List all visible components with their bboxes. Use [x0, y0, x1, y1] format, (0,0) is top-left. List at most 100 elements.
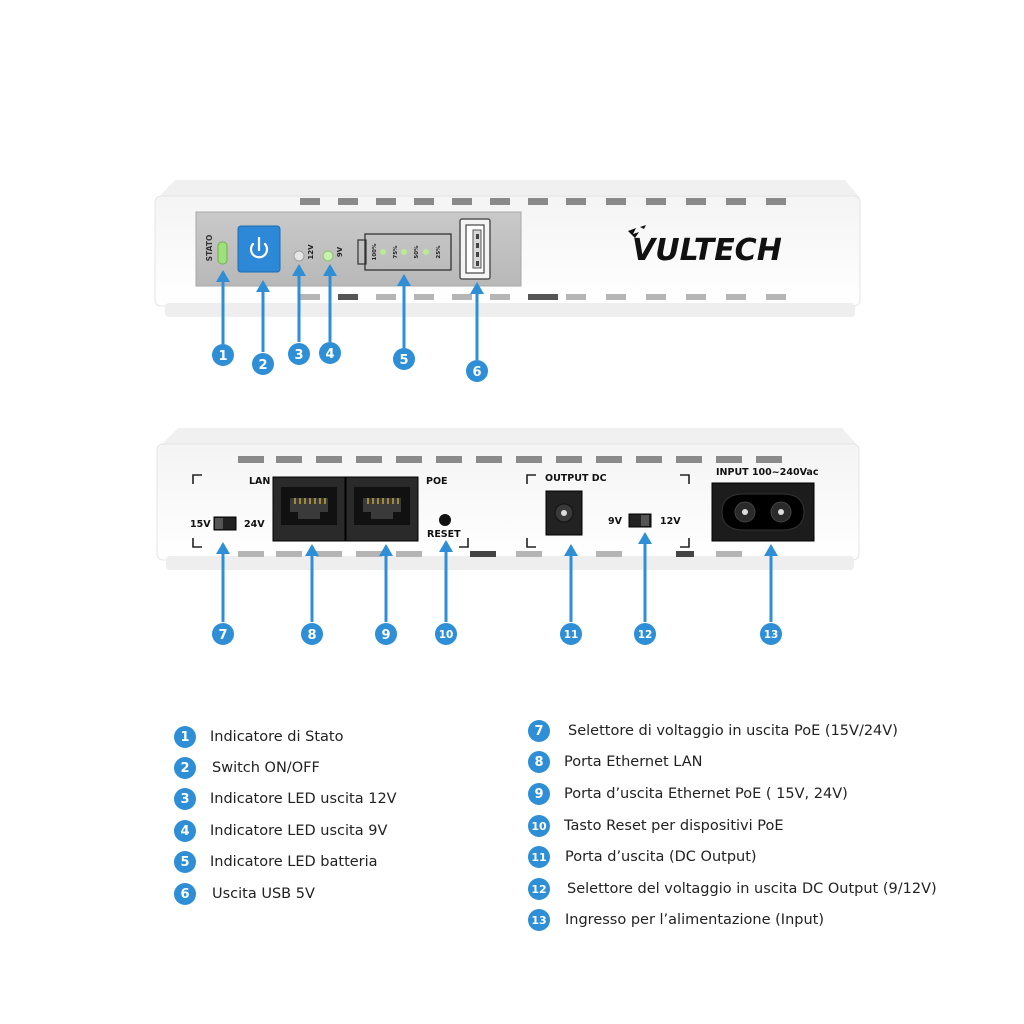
legend-text: Porta Ethernet LAN: [564, 754, 703, 770]
back-bottom-edge: [166, 556, 854, 570]
callout-1: [212, 344, 234, 366]
legend-text: Indicatore di Stato: [210, 729, 344, 745]
callout-7: [212, 623, 234, 645]
legend-text: Porta d’uscita Ethernet PoE ( 15V, 24V): [564, 786, 848, 802]
legend-badge: 6: [174, 883, 196, 905]
battery-led-50: [423, 249, 429, 255]
front-top-vents: [300, 198, 786, 205]
battery-level-50: 50%: [414, 245, 420, 259]
callout-8-num: 8: [307, 628, 316, 643]
poe-24v-label: 24V: [244, 519, 265, 530]
dc-9v-label: 9V: [608, 516, 623, 527]
stato-label: STATO: [205, 235, 214, 262]
back-brackets: [192, 474, 690, 548]
front-top-surface: [158, 180, 860, 198]
legend-text: Indicatore LED batteria: [210, 854, 378, 870]
legend-badge: 1: [174, 726, 196, 748]
brand-name: VULTECH: [632, 233, 782, 268]
callout-5-num: 5: [399, 353, 408, 368]
legend-item-8: 8 Porta Ethernet LAN: [528, 751, 703, 773]
legend-text: Tasto Reset per dispositivi PoE: [564, 818, 784, 834]
legend-badge: 2: [174, 757, 196, 779]
legend-item-11: 11 Porta d’uscita (DC Output): [528, 846, 757, 868]
callout-6-num: 6: [472, 365, 481, 380]
back-bottom-vents: [238, 551, 742, 557]
legend-item-6: 6 Uscita USB 5V: [174, 883, 315, 905]
front-view: STATO 12V 9V 100% 75% 50% 25%: [154, 180, 861, 317]
legend-badge: 10: [528, 815, 550, 837]
ac-input-socket[interactable]: [711, 482, 815, 542]
battery-led-75: [401, 249, 407, 255]
callout-13-num: 13: [764, 629, 779, 641]
callout-2: [252, 353, 274, 375]
legend-item-13: 13 Ingresso per l’alimentazione (Input): [528, 909, 824, 931]
lan-label: LAN: [249, 476, 270, 487]
logo-bird-icon: [628, 228, 639, 238]
legend-badge: 13: [528, 909, 550, 931]
poe-voltage-switch-knob: [215, 518, 223, 529]
legend-text: Ingresso per l’alimentazione (Input): [565, 912, 824, 928]
lan-port[interactable]: [272, 476, 346, 542]
legend-item-3: 3 Indicatore LED uscita 12V: [174, 788, 397, 810]
dc-voltage-switch-knob: [641, 515, 649, 526]
back-top-surface: [160, 428, 858, 446]
battery-indicator: 100% 75% 50% 25%: [357, 233, 452, 271]
poe-port[interactable]: [345, 476, 419, 542]
callout-10-num: 10: [439, 629, 454, 641]
battery-level-25: 25%: [436, 245, 442, 259]
legend-text: Selettore del voltaggio in uscita DC Out…: [567, 881, 937, 897]
led-12v-label: 12V: [307, 244, 315, 260]
dc-output-port[interactable]: [545, 490, 583, 536]
legend-text: Indicatore LED uscita 12V: [210, 791, 397, 807]
front-bottom-edge: [165, 303, 855, 317]
led-12v: [293, 250, 305, 262]
led-9v-label: 9V: [336, 246, 344, 257]
dc-12v-label: 12V: [660, 516, 681, 527]
callout-9-num: 9: [381, 628, 390, 643]
legend-item-10: 10 Tasto Reset per dispositivi PoE: [528, 815, 784, 837]
legend-badge: 11: [528, 846, 550, 868]
output-dc-label: OUTPUT DC: [545, 473, 607, 484]
poe-label: POE: [426, 476, 448, 487]
input-label: INPUT 100~240Vac: [716, 467, 818, 478]
callout-11: [560, 623, 582, 645]
legend-item-7: 7 Selettore di voltaggio in uscita PoE (…: [528, 720, 898, 742]
legend-badge: 12: [528, 878, 550, 900]
back-top-vents: [238, 456, 782, 463]
front-bottom-vents: [300, 294, 786, 300]
legend-badge: 8: [528, 751, 550, 773]
callout-12: [634, 623, 656, 645]
reset-button[interactable]: [439, 514, 451, 526]
callout-12-num: 12: [638, 629, 653, 641]
callout-3-num: 3: [294, 348, 303, 363]
callout-4-num: 4: [325, 347, 334, 362]
legend-text: Porta d’uscita (DC Output): [565, 849, 757, 865]
power-icon: [249, 236, 269, 259]
callout-7-num: 7: [218, 628, 227, 643]
callout-6: [466, 360, 488, 382]
legend-badge: 9: [528, 783, 550, 805]
poe-15v-label: 15V: [190, 519, 211, 530]
callout-4: [319, 342, 341, 364]
battery-led-100: [380, 249, 386, 255]
callout-8: [301, 623, 323, 645]
status-led: [217, 241, 228, 265]
callout-10: [435, 623, 457, 645]
legend-badge: 3: [174, 788, 196, 810]
led-9v: [322, 250, 334, 262]
usb-port[interactable]: [459, 218, 491, 280]
legend-badge: 5: [174, 851, 196, 873]
legend-text: Uscita USB 5V: [212, 886, 315, 902]
legend-item-2: 2 Switch ON/OFF: [174, 757, 320, 779]
legend-item-5: 5 Indicatore LED batteria: [174, 851, 378, 873]
callout-3: [288, 343, 310, 365]
legend-text: Indicatore LED uscita 9V: [210, 823, 388, 839]
battery-level-100: 100%: [372, 243, 378, 260]
back-view: 15V 24V LAN POE RESET OUTPUT DC: [156, 428, 860, 570]
back-pointers: [216, 532, 778, 622]
legend-text: Selettore di voltaggio in uscita PoE (15…: [568, 723, 898, 739]
legend-badge: 7: [528, 720, 550, 742]
legend-item-1: 1 Indicatore di Stato: [174, 726, 343, 748]
callout-9: [375, 623, 397, 645]
callout-11-num: 11: [564, 629, 579, 641]
